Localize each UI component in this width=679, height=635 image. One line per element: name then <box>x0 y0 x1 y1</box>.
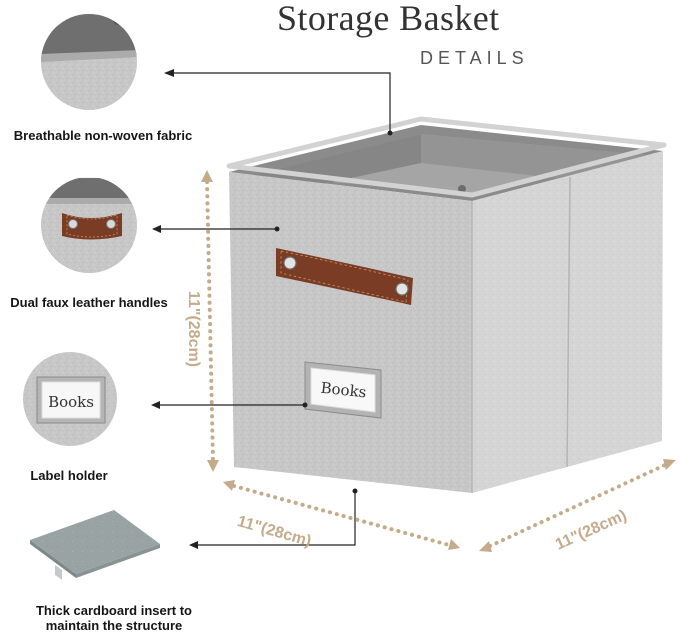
height-arrow-top-head <box>201 170 213 182</box>
label-holder-detail-image: Books <box>23 352 117 446</box>
basket-label-card-text: Books <box>320 379 368 402</box>
page-title: Storage Basket <box>277 0 500 38</box>
label-holder-card-text: Books <box>48 393 94 411</box>
cardboard-insert-detail-image <box>30 510 160 580</box>
storage-basket-image: Books <box>226 116 667 493</box>
dimension-width-arrow <box>232 484 451 547</box>
dimension-height-arrow <box>205 180 215 463</box>
height-arrow-bottom-head <box>207 460 219 472</box>
feature-caption-cardboard-insert: Thick cardboard insert to maintain the s… <box>35 603 193 633</box>
depth-arrow-right-head <box>663 459 676 470</box>
callout-handle-line <box>152 225 280 233</box>
feature-caption-fabric: Breathable non-woven fabric <box>13 128 193 143</box>
feature-caption-handles: Dual faux leather handles <box>10 295 168 310</box>
callout-label-line <box>151 401 308 409</box>
leather-handle-detail-image <box>41 177 137 273</box>
page-subtitle: DETAILS <box>420 48 529 68</box>
callout-insert-line <box>189 488 358 549</box>
width-arrow-left-head <box>223 480 235 491</box>
width-arrow-right-head <box>448 539 460 550</box>
depth-arrow-left-head <box>479 541 492 552</box>
feature-caption-label-holder: Label holder <box>30 468 108 483</box>
callout-fabric-line <box>164 69 393 136</box>
dimension-height-label: 11"(28cm) <box>185 290 202 368</box>
fabric-detail-image <box>41 14 137 110</box>
